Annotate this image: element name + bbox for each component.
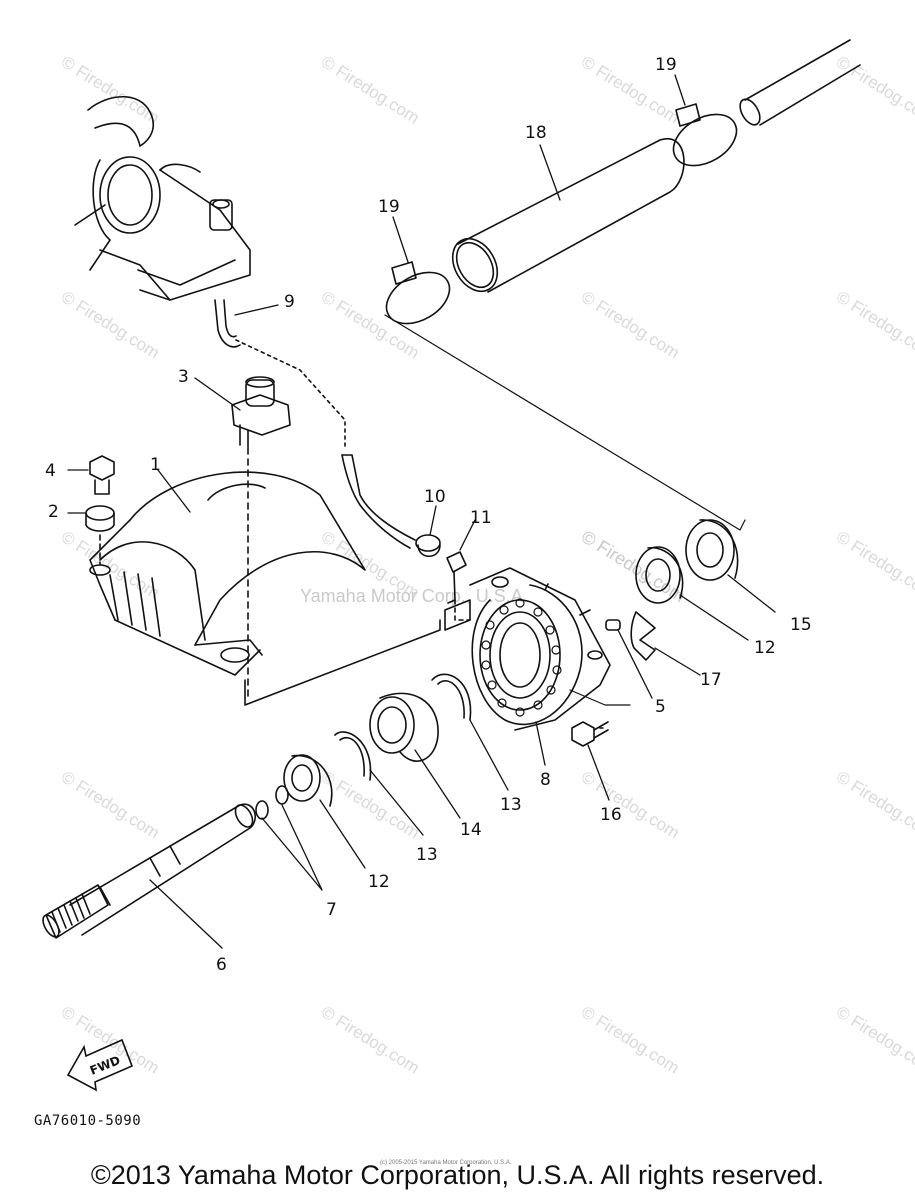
callout-7: 7 [326, 900, 337, 920]
callout-16: 16 [600, 805, 622, 825]
callout-11: 11 [470, 508, 492, 528]
callout-14: 14 [460, 820, 482, 840]
callout-5: 5 [655, 697, 666, 717]
callout-8: 8 [540, 770, 551, 790]
callout-9: 9 [284, 292, 295, 312]
callout-15: 15 [790, 615, 812, 635]
hose-band-upper [672, 103, 738, 167]
callouts: 1 2 3 4 5 6 7 8 9 10 11 12 12 13 13 14 1… [45, 55, 812, 975]
callout-18: 18 [525, 123, 547, 143]
watermark: © Firedog.com [58, 767, 163, 842]
hose-band-lower [385, 261, 451, 325]
callout-13-upper: 13 [500, 795, 522, 815]
watermark: © Firedog.com [318, 52, 423, 127]
watermark: © Firedog.com [833, 52, 915, 127]
callout-19-lower: 19 [378, 197, 400, 217]
fitting [446, 551, 471, 621]
watermark: © Firedog.com [833, 767, 915, 842]
engine-outline [74, 96, 251, 301]
watermark: © Firedog.com [578, 1002, 683, 1077]
breather-valve [231, 376, 291, 701]
watermark: © Firedog.com [833, 527, 915, 602]
drive-shaft [42, 803, 256, 939]
callout-17: 17 [700, 670, 722, 690]
circlip [334, 731, 372, 781]
oil-seal-outer [685, 519, 739, 581]
watermark: © Firedog.com [318, 287, 423, 362]
leader-lines [67, 74, 776, 949]
o-ring [255, 785, 289, 820]
drive-shaft-upper [739, 39, 861, 126]
oil-seal-lower [283, 754, 333, 807]
watermark: © Firedog.com [58, 52, 163, 127]
callout-6: 6 [216, 955, 227, 975]
callout-10: 10 [424, 487, 446, 507]
watermarks: © Firedog.com © Firedog.com © Firedog.co… [58, 52, 915, 1077]
housing-bolt [571, 721, 609, 747]
callout-12-upper: 12 [754, 638, 776, 658]
watermark: © Firedog.com [318, 1002, 423, 1077]
watermark: © Firedog.com [578, 767, 683, 842]
callout-4: 4 [45, 461, 56, 481]
oil-seal-upper [635, 546, 684, 604]
callout-12-lower: 12 [368, 872, 390, 892]
watermark: © Firedog.com [578, 287, 683, 362]
collar [85, 505, 115, 566]
cover [89, 471, 441, 706]
sleeve [451, 137, 685, 293]
watermark: © Firedog.com [833, 1002, 915, 1077]
copyright-notice: ©2013 Yamaha Motor Corporation, U.S.A. A… [90, 1160, 825, 1190]
callout-1: 1 [150, 455, 161, 475]
watermark: © Firedog.com [578, 526, 689, 606]
circlip [431, 673, 472, 721]
bolt [89, 455, 115, 495]
retaining-plate [630, 611, 656, 661]
housing-balls [481, 598, 562, 717]
callout-2: 2 [48, 502, 59, 522]
callout-19-upper: 19 [655, 55, 677, 75]
fwd-label: FWD [88, 1053, 122, 1078]
watermark-center: Yamaha Motor Corp., U.S.A. [300, 586, 528, 606]
callout-3: 3 [178, 367, 189, 387]
bearing-housing [444, 567, 611, 731]
figure-code: GA76010-5090 [34, 1113, 142, 1129]
watermark: © Firedog.com [58, 287, 163, 362]
hose-clamp [415, 534, 441, 558]
ball-bearing [369, 692, 439, 762]
dowel-pin [605, 619, 621, 631]
hose [214, 299, 416, 549]
watermark: © Firedog.com [833, 287, 915, 362]
callout-13-lower: 13 [416, 845, 438, 865]
small-print: (c) 2005-2015 Yamaha Motor Corporation, … [380, 1160, 512, 1166]
